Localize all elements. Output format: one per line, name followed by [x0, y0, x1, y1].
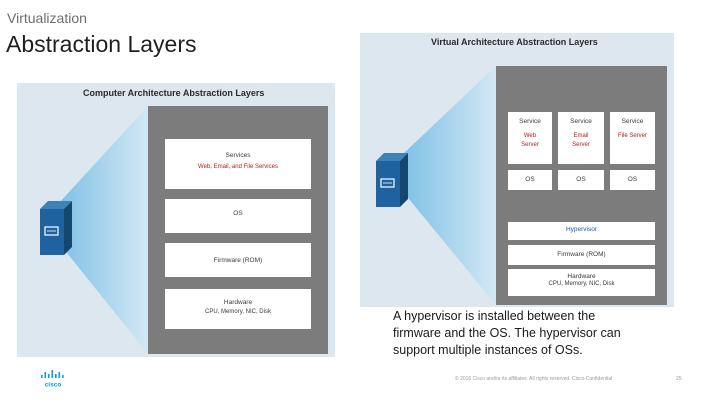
hypervisor-label: Hypervisor — [565, 226, 598, 233]
os-box: OS — [558, 170, 604, 190]
service-box: Service Web Server — [508, 112, 552, 164]
layer-hardware: Hardware CPU, Memory, NIC, Disk — [165, 289, 311, 329]
slide-title: Abstraction Layers — [6, 31, 197, 57]
layer-label: Services — [225, 152, 251, 159]
layer-label: Hardware — [223, 299, 253, 306]
os-box: OS — [508, 170, 552, 190]
computer-architecture-diagram: Computer Architecture Abstraction Layers… — [17, 83, 335, 357]
projection-beam — [404, 66, 496, 305]
footer-copyright: © 2016 Cisco and/or its affiliates. All … — [455, 376, 613, 382]
service-label: Service — [570, 118, 592, 125]
diagram-title: Computer Architecture Abstraction Layers — [83, 88, 265, 98]
service-label: Service — [519, 118, 541, 125]
os-label: OS — [525, 176, 535, 183]
service-box: Service File Server — [610, 112, 655, 164]
layer-detail: CPU, Memory, NIC, Disk — [205, 309, 271, 315]
layer-stack: Services Web, Email, and File Services O… — [148, 106, 328, 354]
layer-hypervisor: Hypervisor — [508, 222, 655, 240]
layer-services: Services Web, Email, and File Services — [165, 139, 311, 189]
layer-stack: Service Web Server Service Email Server … — [496, 66, 667, 305]
section-subtitle: Virtualization — [7, 10, 87, 26]
virtual-architecture-diagram: Virtual Architecture Abstraction Layers … — [360, 33, 674, 307]
layer-firmware: Firmware (ROM) — [508, 245, 655, 265]
service-label: Service — [621, 118, 644, 125]
server-icon — [40, 201, 72, 255]
service-box: Service Email Server — [558, 112, 604, 164]
layer-detail: CPU, Memory, NIC, Disk — [548, 281, 615, 287]
cisco-logo: cisco — [40, 370, 68, 393]
os-label: OS — [576, 176, 586, 183]
page-number: 25 — [676, 376, 682, 382]
server-icon — [376, 153, 408, 207]
logo-wordmark: cisco — [45, 382, 62, 389]
service-detail: File Server — [617, 133, 647, 139]
layer-label: Firmware (ROM) — [213, 257, 263, 264]
layer-label: Hardware — [567, 273, 596, 280]
layer-detail: Web, Email, and File Services — [198, 164, 278, 170]
diagram-title: Virtual Architecture Abstraction Layers — [431, 37, 598, 47]
layer-label: Firmware (ROM) — [557, 251, 606, 258]
cisco-bars-icon: cisco — [41, 370, 64, 389]
layer-os: OS — [165, 199, 311, 233]
os-label: OS — [627, 176, 638, 183]
caption-text: A hypervisor is installed between the fi… — [393, 309, 621, 357]
layer-label: OS — [233, 210, 243, 217]
service-detail: Email Server — [572, 133, 590, 148]
service-detail: Web Server — [521, 133, 539, 148]
projection-beam — [59, 106, 148, 354]
os-box: OS — [610, 170, 655, 190]
layer-firmware: Firmware (ROM) — [165, 243, 311, 277]
layer-hardware: Hardware CPU, Memory, NIC, Disk — [508, 269, 655, 296]
